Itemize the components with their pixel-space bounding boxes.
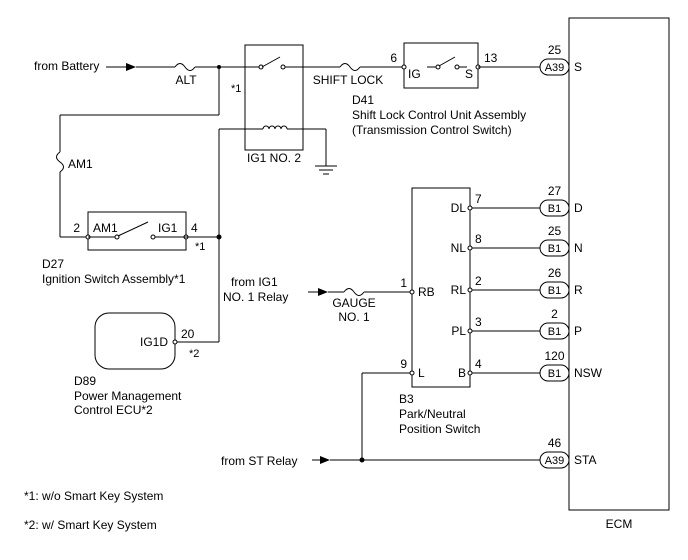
shift-lock-fuse-label: SHIFT LOCK bbox=[313, 73, 383, 87]
ecm-conn-sta: A39 46 STA bbox=[539, 436, 596, 469]
d41-name-1: Shift Lock Control Unit Assembly bbox=[352, 108, 526, 122]
b3-code: B3 bbox=[399, 392, 414, 406]
ecm-conn-r: B1 26 R bbox=[539, 266, 583, 299]
st-relay-input-label: from ST Relay bbox=[221, 454, 297, 468]
gauge-fuse-label-1: GAUGE bbox=[332, 296, 375, 310]
gauge-fuse bbox=[343, 288, 365, 296]
svg-text:R: R bbox=[574, 283, 583, 297]
ecm-conn-s: A39 25 S bbox=[539, 43, 582, 76]
mark-1-bottom: *1 bbox=[195, 241, 205, 253]
svg-text:25: 25 bbox=[548, 224, 562, 238]
ecm-conn-d: B1 27 D bbox=[539, 184, 583, 217]
svg-text:2: 2 bbox=[551, 307, 558, 321]
b3-pin-nl: 8 bbox=[475, 232, 482, 246]
ecm-box bbox=[568, 17, 670, 511]
svg-text:26: 26 bbox=[548, 266, 562, 280]
ig1-relay-input-label-1: from IG1 bbox=[231, 275, 278, 289]
ig1-relay-coil bbox=[262, 125, 288, 130]
gauge-fuse-label-2: NO. 1 bbox=[338, 310, 370, 324]
svg-text:S: S bbox=[574, 60, 582, 74]
d41-term-in: IG bbox=[408, 67, 421, 81]
svg-text:B1: B1 bbox=[548, 285, 561, 297]
svg-text:A39: A39 bbox=[545, 62, 565, 74]
svg-text:P: P bbox=[574, 324, 582, 338]
svg-text:46: 46 bbox=[548, 436, 562, 450]
svg-text:NSW: NSW bbox=[574, 366, 603, 380]
b3-box bbox=[411, 187, 471, 388]
d27-term-right: IG1 bbox=[158, 221, 178, 235]
ig1-relay-input-label-2: NO. 1 Relay bbox=[223, 290, 288, 304]
svg-text:B1: B1 bbox=[548, 243, 561, 255]
svg-text:B1: B1 bbox=[548, 368, 561, 380]
footnote-1: *1: w/o Smart Key System bbox=[24, 489, 163, 503]
b3-pin-l: 9 bbox=[400, 357, 407, 371]
mark-2: *2 bbox=[189, 348, 199, 360]
b3-pin-rb: 1 bbox=[400, 276, 407, 290]
ig1-relay-contact bbox=[261, 56, 281, 68]
footnote-2: *2: w/ Smart Key System bbox=[24, 518, 157, 532]
battery-arrow bbox=[126, 63, 136, 71]
d89-code: D89 bbox=[74, 374, 96, 388]
d27-box bbox=[87, 211, 187, 251]
d27-name: Ignition Switch Assembly*1 bbox=[42, 272, 186, 286]
svg-text:B1: B1 bbox=[548, 326, 561, 338]
d27-pin-left: 2 bbox=[73, 221, 80, 235]
am1-fuse bbox=[56, 151, 64, 173]
shift-lock-fuse bbox=[339, 63, 361, 71]
d41-pin-out: 13 bbox=[484, 51, 498, 65]
mark-1-top: *1 bbox=[231, 83, 241, 95]
b3-term-nl: NL bbox=[451, 241, 467, 255]
d27-term-left: AM1 bbox=[93, 221, 118, 235]
d41-box bbox=[403, 42, 479, 89]
b3-term-b: B bbox=[458, 366, 466, 380]
b3-term-l: L bbox=[418, 366, 425, 380]
d41-switch-contact bbox=[438, 56, 456, 67]
junction-ig1 bbox=[216, 234, 222, 240]
d27-switch-contact bbox=[117, 221, 149, 237]
b3-pin-dl: 7 bbox=[475, 192, 482, 206]
svg-text:120: 120 bbox=[544, 349, 564, 363]
ecm-conn-n: B1 25 N bbox=[539, 224, 583, 257]
b3-pin-b: 4 bbox=[475, 357, 482, 371]
ecm-label: ECM bbox=[606, 517, 633, 531]
battery-input-label: from Battery bbox=[34, 59, 99, 73]
d41-code: D41 bbox=[352, 93, 374, 107]
am1-fuse-label: AM1 bbox=[68, 157, 93, 171]
ecm-conn-p: B1 2 P bbox=[539, 307, 582, 340]
b3-term-dl: DL bbox=[451, 201, 467, 215]
d89-name-2: Control ECU*2 bbox=[74, 403, 153, 417]
b3-pin-rl: 2 bbox=[475, 274, 482, 288]
alt-fuse bbox=[174, 63, 196, 71]
d89-pin: 20 bbox=[181, 327, 195, 341]
ig1-relay-box bbox=[244, 44, 304, 151]
svg-text:STA: STA bbox=[574, 453, 596, 467]
svg-text:B1: B1 bbox=[548, 203, 561, 215]
svg-text:A39: A39 bbox=[545, 455, 565, 467]
alt-fuse-label: ALT bbox=[175, 73, 197, 87]
b3-term-rl: RL bbox=[451, 283, 467, 297]
ig1-relay-arrow bbox=[318, 288, 328, 296]
svg-text:N: N bbox=[574, 241, 583, 255]
d27-pin-right: 4 bbox=[191, 221, 198, 235]
b3-name-2: Position Switch bbox=[399, 422, 480, 436]
d89-name-1: Power Management bbox=[74, 389, 182, 403]
d41-pin-in: 6 bbox=[390, 51, 397, 65]
ecm-conn-nsw: B1 120 NSW bbox=[539, 349, 603, 382]
d41-name-2: (Transmission Control Switch) bbox=[352, 123, 512, 137]
svg-text:27: 27 bbox=[548, 184, 562, 198]
b3-term-rb: RB bbox=[418, 285, 435, 299]
b3-name-1: Park/Neutral bbox=[399, 407, 466, 421]
svg-text:25: 25 bbox=[548, 43, 562, 57]
d27-code: D27 bbox=[42, 257, 64, 271]
b3-term-pl: PL bbox=[451, 324, 466, 338]
d89-term: IG1D bbox=[140, 335, 168, 349]
d41-term-out: S bbox=[465, 67, 473, 81]
st-relay-arrow bbox=[320, 456, 330, 464]
svg-text:D: D bbox=[574, 201, 583, 215]
b3-pin-pl: 3 bbox=[475, 315, 482, 329]
ig1-relay-label: IG1 NO. 2 bbox=[247, 151, 301, 165]
